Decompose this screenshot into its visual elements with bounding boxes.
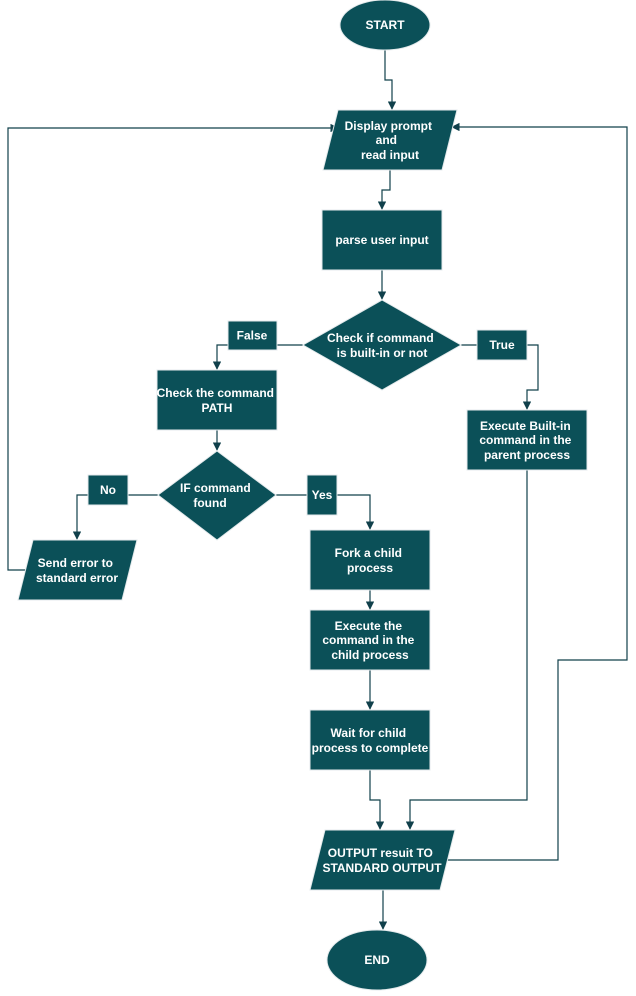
- yes-label-box: [306, 474, 338, 516]
- output-result-line-2: STANDARD OUTPUT: [322, 861, 442, 875]
- wait-child-label: Wait for child process to complete: [312, 726, 429, 755]
- fork-child-label: Fork a child process: [335, 546, 406, 575]
- edge-error-loop-to-display: [7, 123, 339, 571]
- execute-child-line-2: command in the: [322, 633, 414, 647]
- edges: [7, 50, 628, 930]
- send-error-line-2: standard error: [36, 571, 118, 585]
- no-label-box: [87, 474, 129, 506]
- if-found-line-1: IF command: [180, 481, 251, 495]
- output-result-label: OUTPUT resuit TO STANDARD OUTPUT: [322, 846, 442, 875]
- start-node: [339, 0, 431, 51]
- false-label: False: [237, 329, 268, 343]
- execute-child-node: [309, 609, 431, 671]
- fork-child-line-1: Fork a child: [335, 546, 402, 560]
- send-error-label: Send error to standard error: [36, 556, 118, 585]
- display-prompt-label: Display prompt and read input: [345, 119, 436, 162]
- parse-input-node: [321, 209, 443, 271]
- check-path-line-2: PATH: [202, 401, 233, 415]
- edge-output-loop-to-display: [442, 122, 628, 861]
- start-label-line-1: START: [365, 18, 405, 32]
- send-error-node: [17, 539, 138, 601]
- if-found-node: [157, 450, 277, 541]
- fork-child-node: [309, 529, 431, 591]
- check-path-line-1: Check the command: [157, 386, 274, 400]
- edge-labels: False True No Yes: [87, 320, 528, 516]
- execute-builtin-label: Execute Built-in command in the parent p…: [479, 419, 574, 462]
- check-builtin-line-1: Check if command: [327, 331, 434, 345]
- check-builtin-line-2: is built-in or not: [337, 346, 428, 360]
- start-label: START: [365, 18, 405, 32]
- check-path-node: [156, 369, 278, 431]
- node-text: START Display prompt and read input pars…: [36, 18, 574, 967]
- send-error-line-1: Send error to: [38, 556, 113, 570]
- output-result-line-1: OUTPUT resuit TO: [328, 846, 433, 860]
- no-label: No: [100, 483, 116, 497]
- nodes: [17, 0, 588, 991]
- display-prompt-line-1: Display prompt: [345, 119, 432, 133]
- if-found-line-2: found: [193, 496, 226, 510]
- display-prompt-line-2: and: [376, 133, 397, 147]
- check-builtin-label: Check if command is built-in or not: [327, 331, 437, 360]
- execute-builtin-line-3: parent process: [484, 448, 570, 462]
- edge-wait-to-output: [369, 770, 385, 830]
- check-builtin-node: [301, 299, 463, 391]
- end-node: [326, 929, 428, 991]
- edge-builtin-to-output: [405, 470, 528, 830]
- display-prompt-line-3: read input: [361, 148, 419, 162]
- execute-child-line-1: Execute the: [335, 619, 403, 633]
- end-label-line-1: END: [364, 953, 390, 967]
- output-result-node: [309, 829, 456, 891]
- fork-child-line-2: process: [347, 561, 393, 575]
- wait-child-node: [309, 709, 431, 771]
- execute-child-line-3: child process: [331, 648, 409, 662]
- execute-child-label: Execute the command in the child process: [322, 619, 417, 662]
- execute-builtin-node: [466, 409, 588, 471]
- false-label-box: [227, 320, 278, 351]
- true-label: True: [489, 338, 515, 352]
- true-label-box: [476, 329, 528, 361]
- end-label: END: [364, 953, 390, 967]
- wait-child-line-1: Wait for child: [331, 726, 407, 740]
- check-path-label: Check the command PATH: [157, 386, 278, 415]
- edge-display-to-parse: [377, 170, 391, 210]
- parse-input-line-1: parse user input: [335, 233, 428, 247]
- display-prompt-node: [322, 109, 458, 171]
- execute-builtin-line-2: command in the: [479, 433, 571, 447]
- if-found-label: IF command found: [180, 481, 254, 510]
- yes-label: Yes: [312, 488, 333, 502]
- parse-input-label: parse user input: [335, 233, 428, 247]
- execute-builtin-line-1: Execute Built-in: [480, 419, 571, 433]
- wait-child-line-2: process to complete: [312, 741, 429, 755]
- edge-found-no-to-error: [72, 494, 158, 540]
- edge-start-to-display: [384, 50, 397, 110]
